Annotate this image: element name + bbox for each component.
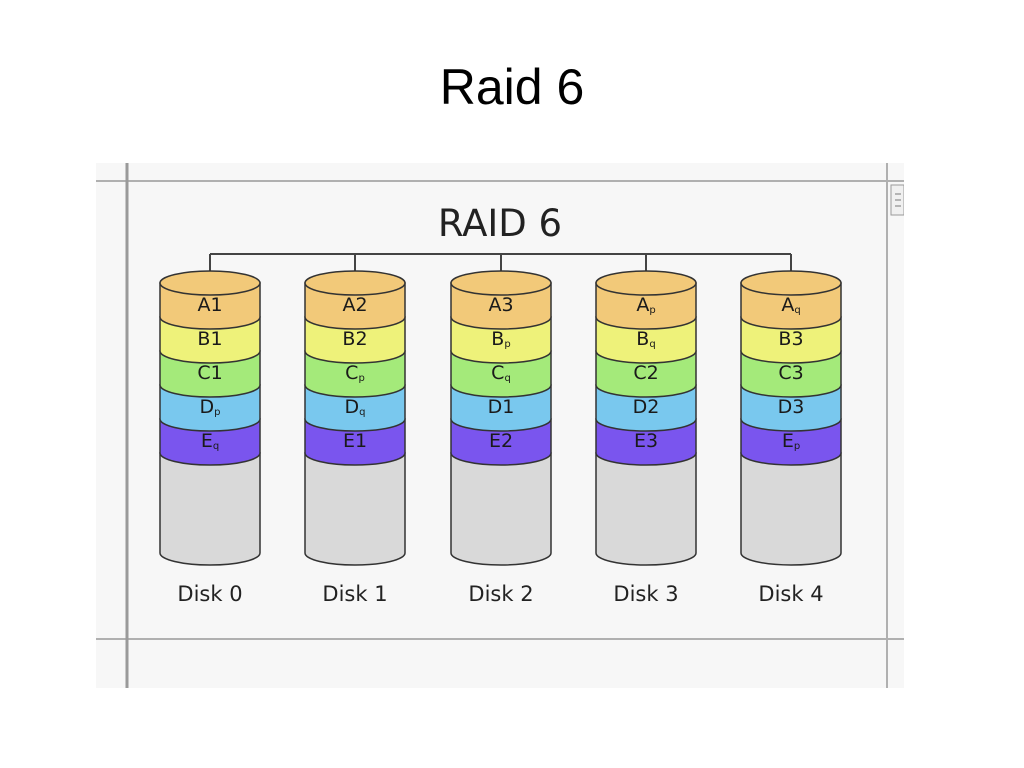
- disk-empty-space: [595, 452, 697, 566]
- disk-label: Disk 4: [758, 582, 823, 606]
- block-label: Cq: [491, 362, 511, 384]
- data-block: [740, 350, 842, 398]
- block-label: E1: [343, 430, 367, 452]
- block-label: Cp: [345, 362, 365, 384]
- disk-empty-space: [450, 452, 552, 566]
- data-block: [304, 350, 406, 398]
- data-block: [304, 384, 406, 432]
- data-block: [740, 282, 842, 330]
- disk-label: Disk 0: [177, 582, 242, 606]
- block-label: B3: [778, 328, 803, 350]
- disk-empty-space: [740, 452, 842, 566]
- block-label: D2: [633, 396, 660, 418]
- data-block: [304, 316, 406, 364]
- block-label: C3: [778, 362, 803, 384]
- data-block: [595, 350, 697, 398]
- block-label: E2: [489, 430, 513, 452]
- block-label: A1: [197, 294, 222, 316]
- block-label: Dp: [200, 396, 221, 418]
- block-label: E3: [634, 430, 658, 452]
- data-block: [159, 282, 261, 330]
- disk-top: [450, 270, 552, 296]
- block-label: A3: [488, 294, 513, 316]
- block-label: Bp: [491, 328, 510, 350]
- block-label: B2: [342, 328, 367, 350]
- data-block: [450, 418, 552, 466]
- data-block: [159, 350, 261, 398]
- data-block: [450, 384, 552, 432]
- diagram-title: RAID 6: [438, 202, 562, 245]
- block-label: Ap: [636, 294, 655, 316]
- data-block: [450, 350, 552, 398]
- block-label: Aq: [781, 294, 800, 316]
- data-block: [595, 384, 697, 432]
- disk-top: [595, 270, 697, 296]
- data-block: [450, 282, 552, 330]
- disk-top: [304, 270, 406, 296]
- data-block: [304, 418, 406, 466]
- block-label: B1: [197, 328, 222, 350]
- data-block: [595, 316, 697, 364]
- block-label: Eq: [201, 430, 219, 452]
- disk-label: Disk 3: [613, 582, 678, 606]
- data-block: [740, 418, 842, 466]
- block-label: D3: [778, 396, 805, 418]
- data-block: [595, 418, 697, 466]
- block-label: Dq: [345, 396, 366, 418]
- block-label: A2: [342, 294, 367, 316]
- data-block: [740, 316, 842, 364]
- data-block: [159, 384, 261, 432]
- block-label: C2: [633, 362, 658, 384]
- data-block: [159, 316, 261, 364]
- block-label: Bq: [636, 328, 655, 350]
- block-label: D1: [488, 396, 515, 418]
- data-block: [595, 282, 697, 330]
- disk-label: Disk 1: [322, 582, 387, 606]
- slide-title: Raid 6: [439, 59, 585, 115]
- data-block: [304, 282, 406, 330]
- disk-top: [740, 270, 842, 296]
- data-block: [450, 316, 552, 364]
- disk-empty-space: [159, 452, 261, 566]
- disk-empty-space: [304, 452, 406, 566]
- block-label: C1: [197, 362, 222, 384]
- data-block: [740, 384, 842, 432]
- disk-label: Disk 2: [468, 582, 533, 606]
- block-label: Ep: [782, 430, 800, 452]
- data-block: [159, 418, 261, 466]
- disk-top: [159, 270, 261, 296]
